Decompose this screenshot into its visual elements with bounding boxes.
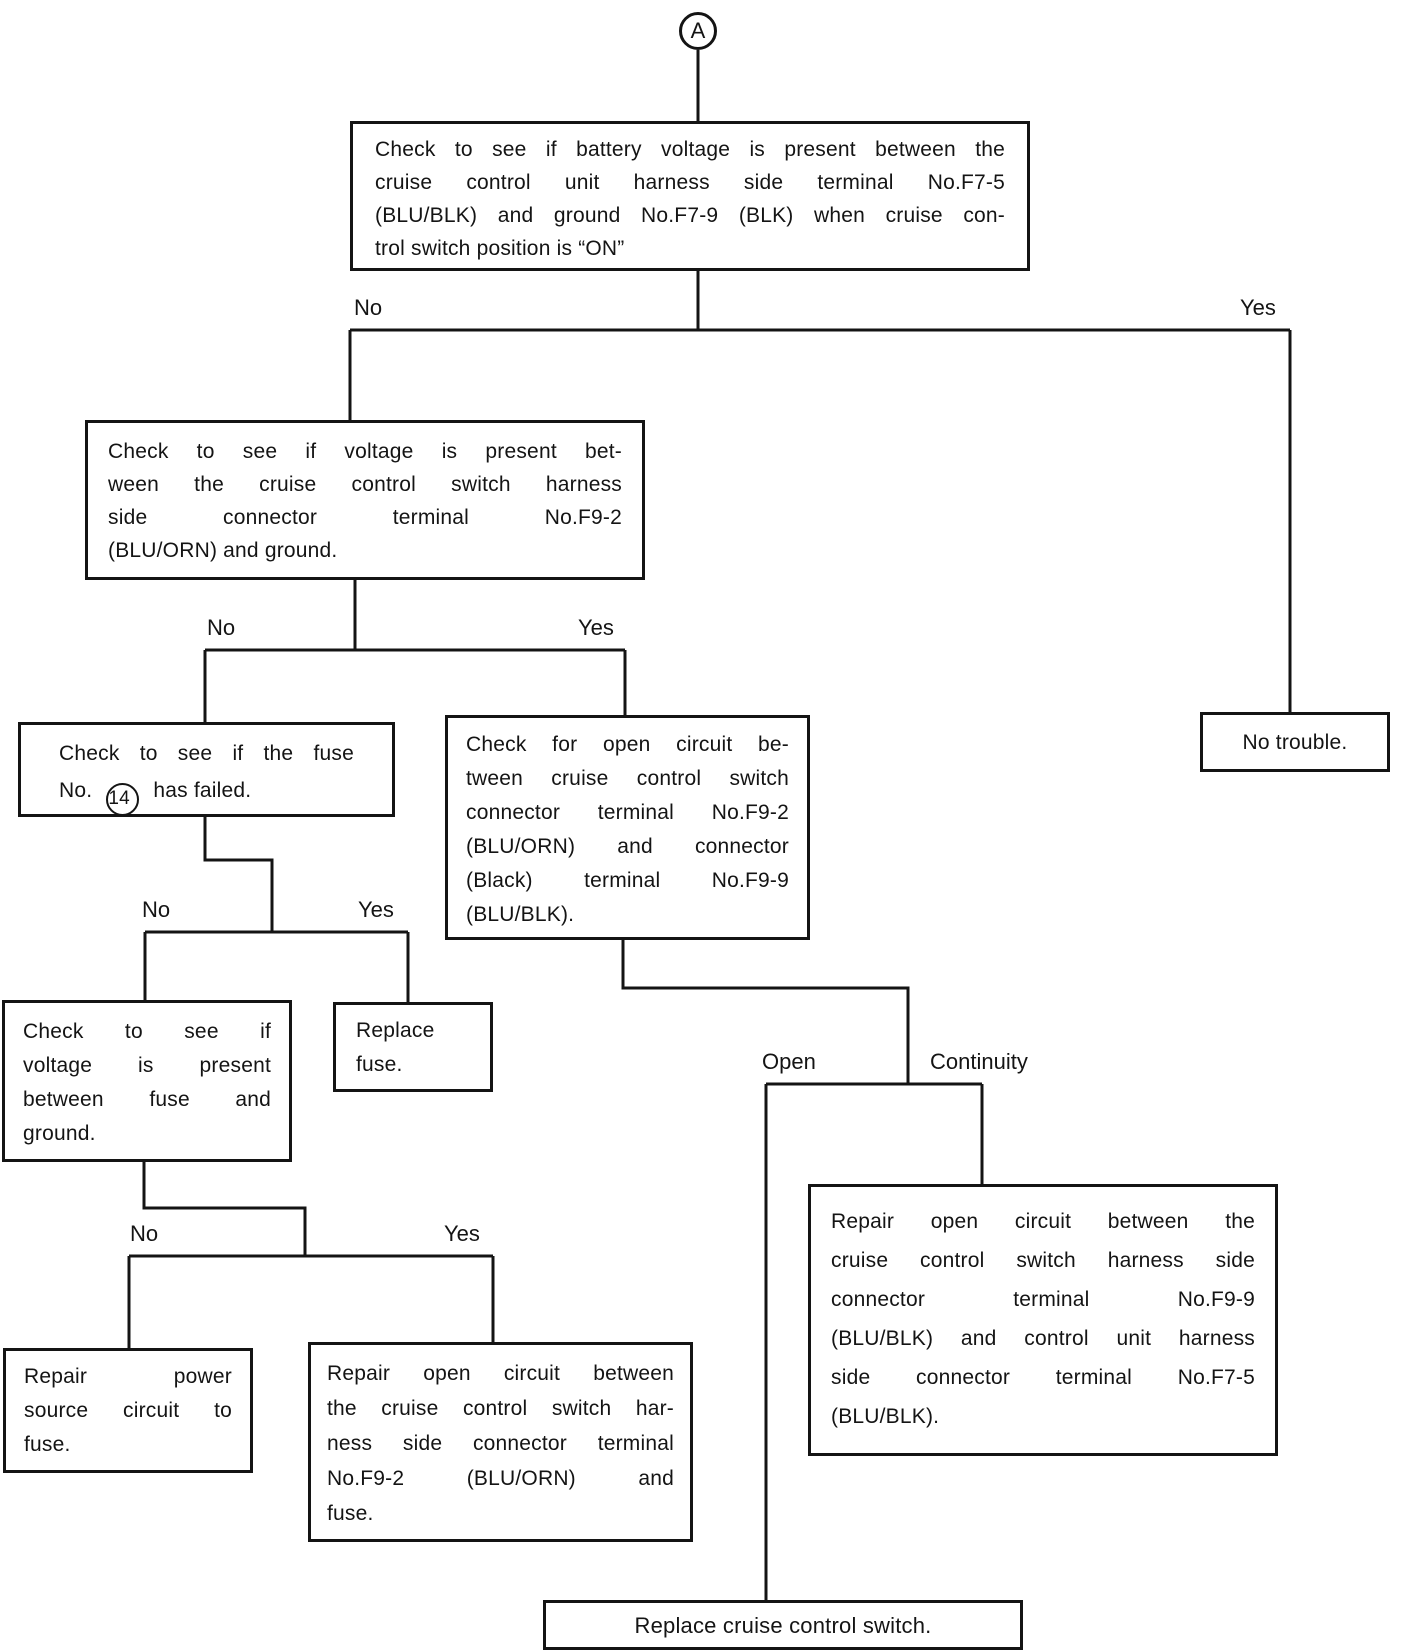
node-text-line: connector terminal No.F9-2 — [466, 801, 789, 824]
node-text-line: the cruise control switch har- — [327, 1397, 674, 1420]
node-text-line: side connector terminal No.F7-5 — [831, 1366, 1255, 1389]
node-replace-cruise-control-switch: Replace cruise control switch. — [543, 1600, 1023, 1650]
fuse-line-suffix: has failed. — [153, 779, 252, 802]
branch4-yes-label: Yes — [444, 1221, 480, 1246]
node-text-line: Check to see if the fuse — [59, 742, 354, 765]
node-text-line: Check for open circuit be- — [466, 733, 789, 756]
node-text-line: fuse. — [24, 1433, 71, 1456]
branch1-no-label: No — [354, 295, 383, 320]
node-text-line: (Black) terminal No.F9-9 — [466, 869, 789, 892]
node-text-line: (BLU/BLK). — [831, 1405, 940, 1428]
branch4-no-label: No — [130, 1221, 159, 1246]
node-text-line: Check to see if battery voltage is prese… — [375, 138, 1005, 161]
node-no-trouble: No trouble. — [1200, 712, 1390, 772]
node-text-line: No. 14 has failed. — [59, 772, 354, 816]
node-text-line: Check to see if — [23, 1020, 271, 1043]
fuse-line-prefix: No. — [59, 779, 93, 802]
node-repair-open-circuit-harness: Repair open circuit between the cruise c… — [808, 1184, 1278, 1456]
node-replace-fuse: Replace fuse. — [333, 1002, 493, 1092]
node-text-line: ground. — [23, 1122, 96, 1145]
node-text-line: connector terminal No.F9-9 — [831, 1288, 1255, 1311]
node-text-line: trol switch position is “ON” — [375, 237, 625, 260]
node-text-line: No trouble. — [1242, 730, 1348, 754]
edge-fuse-check-stem — [203, 817, 274, 932]
node-text-line: cruise control switch harness side — [831, 1249, 1255, 1272]
branch2-no-label: No — [207, 615, 236, 640]
node-text-line: fuse. — [356, 1053, 403, 1076]
node-repair-open-circuit-fuse: Repair open circuit between the cruise c… — [308, 1342, 693, 1542]
node-text-line: (BLU/BLK) and control unit harness — [831, 1327, 1255, 1350]
node-fuse-ground-voltage-check: Check to see if voltage is present betwe… — [2, 1000, 292, 1162]
node-text-line: (BLU/ORN) and connector — [466, 835, 789, 858]
edge-fusev-check-stem — [142, 1162, 307, 1256]
node-text-line: No.F9-2 (BLU/ORN) and — [327, 1467, 674, 1490]
node-text-line: voltage is present — [23, 1054, 271, 1077]
node-text-line: Replace — [356, 1019, 435, 1042]
node-text-line: ness side connector terminal — [327, 1432, 674, 1455]
node-switch-voltage-check: Check to see if voltage is present bet- … — [85, 420, 645, 580]
branch2-yes-label: Yes — [578, 615, 614, 640]
node-text-line: Replace cruise control switch. — [634, 1612, 932, 1638]
node-open-circuit-check: Check for open circuit be- tween cruise … — [445, 715, 810, 940]
fuse-number-circle: 14 — [106, 783, 140, 816]
node-fuse-check: Check to see if the fuse No. 14 has fail… — [18, 722, 395, 817]
entry-connector-a: A — [679, 12, 717, 50]
branch5-continuity-label: Continuity — [930, 1049, 1028, 1074]
node-text-line: Repair power — [24, 1365, 232, 1388]
node-text-line: Repair open circuit between the — [831, 1210, 1255, 1233]
branch1-yes-label: Yes — [1240, 295, 1276, 320]
node-text-line: Check to see if voltage is present bet- — [108, 440, 622, 463]
node-text-line: fuse. — [327, 1502, 374, 1525]
node-text-line: source circuit to — [24, 1399, 232, 1422]
branch3-no-label: No — [142, 897, 171, 922]
node-text-line: (BLU/BLK). — [466, 903, 575, 926]
node-text-line: ween the cruise control switch harness — [108, 473, 622, 496]
entry-connector-label: A — [690, 18, 706, 43]
node-text-line: between fuse and — [23, 1088, 271, 1111]
node-text-line: side connector terminal No.F9-2 — [108, 506, 622, 529]
node-text-line: cruise control unit harness side termina… — [375, 171, 1005, 194]
node-text-line: (BLU/BLK) and ground No.F7-9 (BLK) when … — [375, 204, 1005, 227]
node-text-line: tween cruise control switch — [466, 767, 789, 790]
branch3-yes-label: Yes — [358, 897, 394, 922]
branch5-open-label: Open — [762, 1049, 816, 1074]
edge-opencheck-stem — [621, 940, 910, 1084]
node-text-line: Repair open circuit between — [327, 1362, 674, 1385]
node-repair-power-source: Repair power source circuit to fuse. — [3, 1348, 253, 1473]
node-battery-voltage-check: Check to see if battery voltage is prese… — [350, 121, 1030, 271]
node-text-line: (BLU/ORN) and ground. — [108, 539, 338, 562]
